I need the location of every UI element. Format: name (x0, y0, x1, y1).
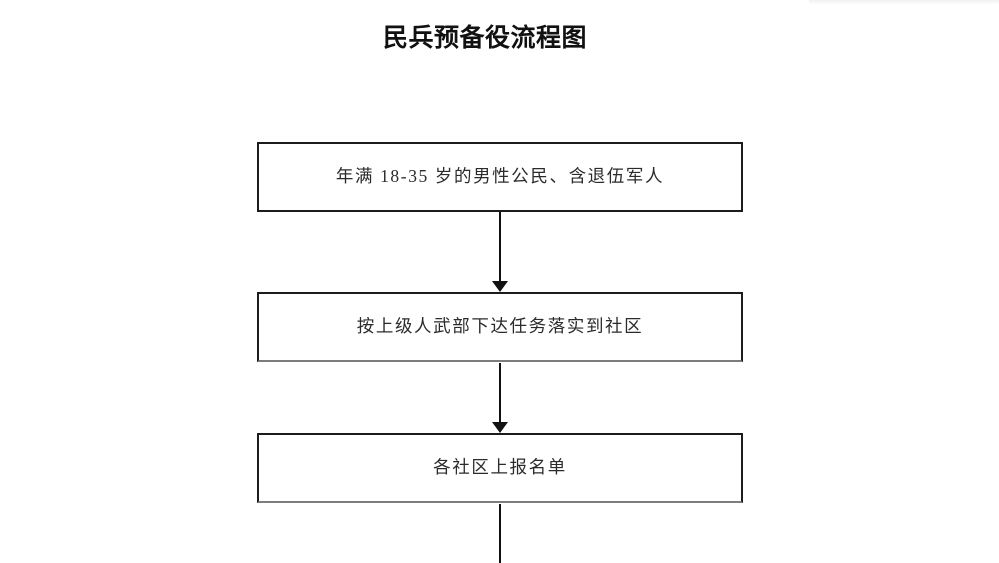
flow-node-assign-task[interactable]: 按上级人武部下达任务落实到社区 (257, 292, 743, 362)
flow-node-submit-roster[interactable]: 各社区上报名单 (257, 433, 743, 503)
flow-node-label: 按上级人武部下达任务落实到社区 (356, 316, 644, 336)
arrowhead-down-icon-2 (492, 422, 508, 433)
flow-node-label: 年满 18-35 岁的男性公民、含退伍军人 (335, 166, 665, 186)
page-edge-artifact (809, 0, 999, 5)
arrowhead-down-icon-1 (492, 281, 508, 292)
connector-line-1 (499, 212, 501, 284)
connector-line-2 (499, 363, 501, 425)
flow-node-eligibility[interactable]: 年满 18-35 岁的男性公民、含退伍军人 (257, 142, 743, 212)
connector-line-3-truncated (499, 504, 501, 563)
flow-node-label: 各社区上报名单 (433, 457, 567, 477)
page-title: 民兵预备役流程图 (382, 23, 587, 52)
